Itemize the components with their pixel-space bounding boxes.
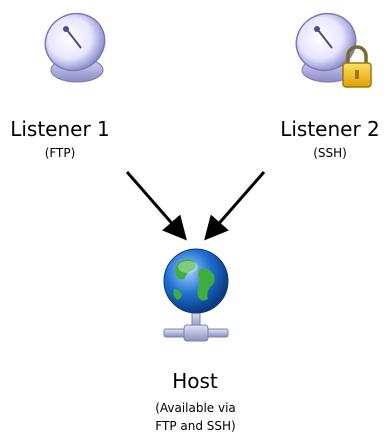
arrow-listener2-to-host bbox=[204, 171, 266, 241]
host-node: Host (Available via FTP and SSH) bbox=[120, 245, 271, 439]
satellite-dish-lock-icon bbox=[295, 12, 372, 88]
listener-2-subtitle: (SSH) bbox=[313, 146, 347, 160]
host-subtitle-line2: FTP and SSH) bbox=[155, 419, 236, 433]
listener-1-subtitle: (FTP) bbox=[44, 146, 76, 160]
arrow-listener1-to-host bbox=[125, 171, 187, 241]
host-title: Host bbox=[172, 369, 218, 393]
listener-2-node: Listener 2 (SSH) bbox=[260, 0, 391, 170]
host-subtitle-line1: (Available via bbox=[155, 401, 236, 415]
satellite-dish-icon bbox=[44, 12, 106, 83]
listener-1-title: Listener 1 bbox=[10, 117, 110, 141]
listener-1-node: Listener 1 (FTP) bbox=[0, 0, 160, 170]
lock-icon bbox=[342, 45, 372, 88]
globe-network-icon bbox=[163, 248, 229, 342]
listener-2-title: Listener 2 bbox=[280, 117, 380, 141]
